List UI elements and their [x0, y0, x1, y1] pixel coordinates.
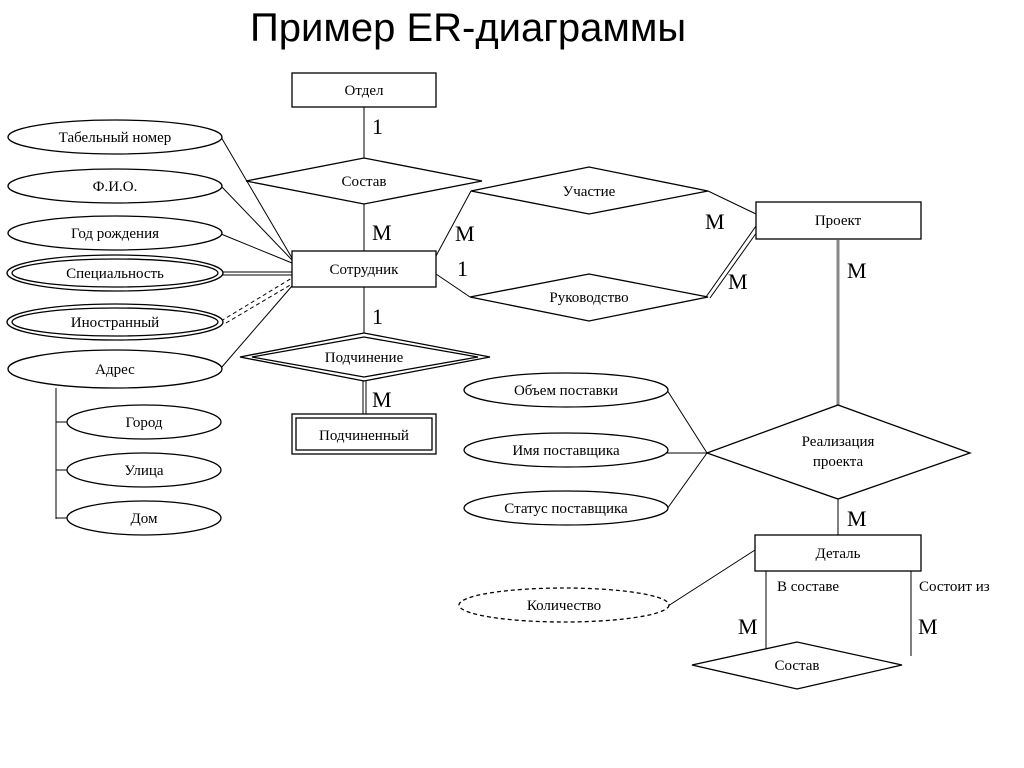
attribute-obem[interactable]: Объем поставки [463, 372, 669, 408]
entity-proekt[interactable]: Проект [755, 201, 922, 240]
attribute-obem-label: Объем поставки [514, 383, 618, 399]
entity-detal-label: Деталь [816, 546, 861, 562]
relationship-realizaciya[interactable]: Реализация проекта [705, 404, 972, 500]
line-inostranny-b [225, 283, 293, 324]
role-sostoit-iz: Состоит из [919, 579, 990, 595]
line-rukovodstvo-proekt-a [705, 225, 757, 298]
entity-podchinenny-label: Подчиненный [319, 428, 409, 444]
line-sotrudnik-uchastie [435, 190, 472, 257]
line-tabelny [220, 136, 293, 259]
attribute-adres[interactable]: Адрес [7, 349, 223, 389]
relationship-rukovodstvo-label: Руководство [549, 290, 628, 306]
attribute-imya-post[interactable]: Имя поставщика [463, 432, 669, 468]
cardinality-uchastie-proekt: M [705, 209, 725, 234]
attribute-dom-label: Дом [131, 511, 158, 527]
relationship-podchinenie-label: Подчинение [325, 350, 404, 366]
attribute-tabelny[interactable]: Табельный номер [7, 119, 223, 155]
cardinality-rukovodstvo-proekt: M [728, 269, 748, 294]
attribute-fio-label: Ф.И.О. [93, 179, 138, 195]
relationship-podchinenie[interactable]: Подчинение [239, 332, 491, 382]
attribute-status-post-label: Статус поставщика [504, 501, 628, 517]
attribute-ulica-label: Улица [124, 463, 163, 479]
attribute-imya-post-label: Имя поставщика [512, 443, 620, 459]
connectors [55, 107, 912, 656]
attribute-inostranny-label: Иностранный [71, 315, 159, 331]
cardinality-realizaciya-detal: M [847, 506, 867, 531]
entity-otdel[interactable]: Отдел [291, 72, 437, 108]
entity-detal[interactable]: Деталь [754, 534, 922, 572]
attribute-ulica[interactable]: Улица [66, 452, 222, 488]
relationship-uchastie-label: Участие [563, 184, 616, 200]
page-title: Пример ER-диаграммы [250, 6, 687, 50]
attribute-kolichestvo[interactable]: Количество [458, 587, 670, 623]
attribute-specialnost-label: Специальность [66, 266, 164, 282]
cardinality-detal-sostav-left: M [738, 614, 758, 639]
relationship-sostav-bottom[interactable]: Состав [691, 641, 903, 690]
entity-podchinenny[interactable]: Подчиненный [291, 413, 437, 455]
attribute-god-label: Год рождения [71, 226, 159, 242]
line-sotrudnik-rukovodstvo [435, 273, 471, 298]
attribute-fio[interactable]: Ф.И.О. [7, 168, 223, 204]
cardinality-sotrudnik-podchinenie: 1 [372, 304, 383, 329]
cardinality-proekt-realizaciya: M [847, 258, 867, 283]
attribute-inostranny[interactable]: Иностранный [6, 303, 224, 341]
line-uchastie-proekt [707, 190, 757, 215]
relationship-uchastie[interactable]: Участие [470, 166, 709, 215]
relationship-realizaciya-label-line2: проекта [813, 454, 864, 470]
cardinality-otdel-sostav: 1 [372, 114, 383, 139]
line-fio [220, 185, 293, 261]
relationship-sostav-top[interactable]: Состав [245, 157, 483, 205]
attribute-specialnost[interactable]: Специальность [6, 254, 224, 292]
line-obem [666, 389, 708, 454]
relationship-sostav-bottom-label: Состав [774, 658, 819, 674]
line-adres [220, 285, 293, 369]
entity-sotrudnik[interactable]: Сотрудник [291, 250, 437, 288]
entity-proekt-label: Проект [815, 213, 862, 229]
attribute-gorod-label: Город [125, 415, 162, 431]
line-inostranny-a [220, 277, 293, 322]
attribute-god[interactable]: Год рождения [7, 215, 223, 251]
cardinality-sostav-sotrudnik: M [372, 220, 392, 245]
entity-sotrudnik-label: Сотрудник [330, 262, 400, 278]
attribute-gorod[interactable]: Город [66, 404, 222, 440]
cardinality-sotrudnik-rukovodstvo: 1 [457, 256, 468, 281]
attribute-adres-label: Адрес [95, 362, 135, 378]
relationship-sostav-top-label: Состав [341, 174, 386, 190]
attribute-status-post[interactable]: Статус поставщика [463, 490, 669, 526]
attribute-dom[interactable]: Дом [66, 500, 222, 536]
relationship-realizaciya-label-line1: Реализация [802, 434, 875, 450]
line-god [220, 233, 293, 264]
cardinality-sotrudnik-uchastie: M [455, 221, 475, 246]
cardinality-detal-sostav-right: M [918, 614, 938, 639]
line-kolichestvo [667, 549, 756, 607]
relationship-rukovodstvo[interactable]: Руководство [469, 273, 709, 322]
cardinality-podchinenie-podchinenny: M [372, 387, 392, 412]
role-v-sostave: В составе [777, 579, 839, 595]
line-rukovodstvo-proekt-b [709, 231, 758, 299]
attribute-kolichestvo-label: Количество [527, 598, 601, 614]
entity-otdel-label: Отдел [345, 83, 384, 99]
attribute-tabelny-label: Табельный номер [59, 130, 172, 146]
line-status-post [666, 452, 708, 510]
